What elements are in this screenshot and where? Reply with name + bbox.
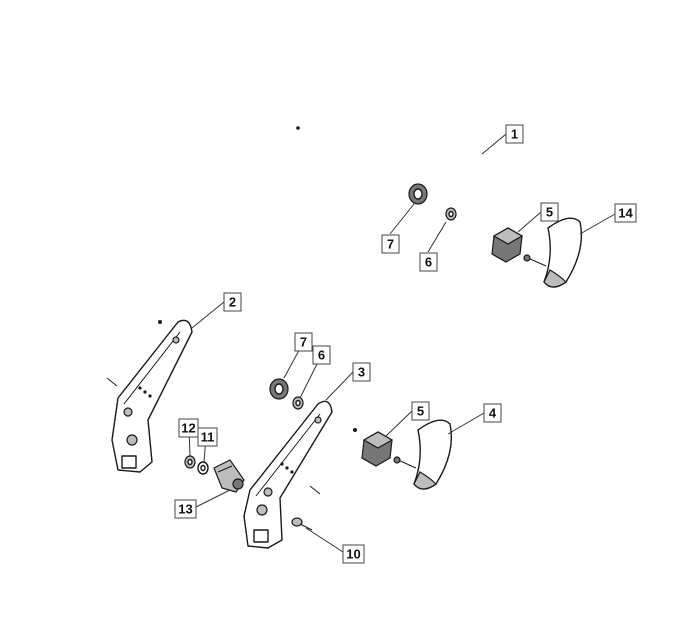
callout-10: 10 [342,544,365,564]
callout-11-label: 11 [201,430,215,445]
callout-12: 12 [178,418,199,438]
callout-5-lower-label: 5 [417,404,424,419]
leader-lines [188,133,616,553]
callout-14: 14 [614,203,637,223]
callout-13-label: 13 [178,502,192,517]
washer-lower [292,396,304,410]
callout-13: 13 [174,499,197,519]
callout-4: 4 [483,403,502,423]
clamp-block-upper [491,227,524,263]
callout-5-upper-label: 5 [546,205,553,220]
callout-6-lower: 6 [312,345,331,365]
callout-1-label: 1 [511,127,518,142]
callout-6-lower-label: 6 [318,348,325,363]
callout-2: 2 [223,292,242,312]
small-washer [197,461,209,475]
clamp-block-lower [361,431,394,467]
callout-3: 3 [352,362,371,382]
callout-11: 11 [197,427,218,447]
knob-lever-upper [523,217,583,288]
callout-7-upper: 7 [381,234,400,254]
callout-1: 1 [505,124,524,144]
small-nut [184,455,196,469]
callout-6-upper: 6 [419,252,438,272]
knob-lever-lower [393,419,453,490]
callout-2-label: 2 [229,295,236,310]
callout-7-lower: 7 [294,332,313,352]
cable-clip [213,459,245,493]
nut-upper [408,183,428,205]
washer-upper [445,207,457,221]
callout-5-upper: 5 [540,202,559,222]
callout-4-label: 4 [489,406,497,421]
callout-5-lower: 5 [411,401,430,421]
callout-3-label: 3 [358,365,365,380]
callout-14-label: 14 [618,206,633,221]
bolt [291,517,313,531]
callout-6-upper-label: 6 [425,255,432,270]
upper-handle-bar [106,84,502,495]
right-lower-bracket [243,400,333,549]
callout-7-upper-label: 7 [387,237,394,252]
callout-7-lower-label: 7 [300,335,307,350]
callout-10-label: 10 [346,547,360,562]
callout-12-label: 12 [181,421,195,436]
nut-lower [269,378,289,400]
left-lower-bracket [111,319,193,473]
